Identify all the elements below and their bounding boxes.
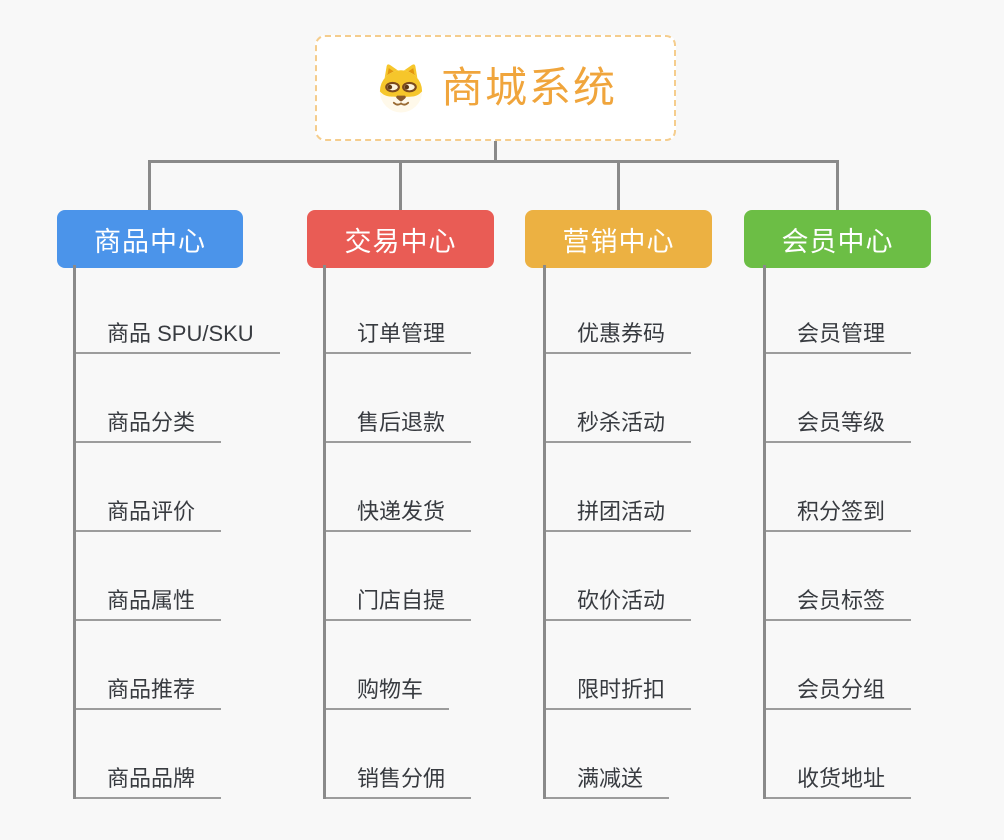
branch-node-member-center[interactable]: 会员中心 <box>744 210 931 268</box>
leaf-topic[interactable]: 限时折扣 <box>546 621 692 710</box>
leaf-topic[interactable]: 销售分佣 <box>326 710 472 799</box>
leaf-topic[interactable]: 会员标签 <box>766 532 912 621</box>
leaf-topic[interactable]: 门店自提 <box>326 532 472 621</box>
branch-node-trade-center[interactable]: 交易中心 <box>307 210 494 268</box>
connector-drop <box>148 160 151 210</box>
leaf-topic[interactable]: 商品推荐 <box>76 621 222 710</box>
leaf-topic[interactable]: 会员等级 <box>766 354 912 443</box>
leaf-topic[interactable]: 商品属性 <box>76 532 222 621</box>
leaf-topic[interactable]: 优惠券码 <box>546 265 692 354</box>
leaf-list-marketing-center: 优惠券码秒杀活动拼团活动砍价活动限时折扣满减送 <box>543 265 692 799</box>
leaf-topic[interactable]: 商品 SPU/SKU <box>76 265 280 354</box>
leaf-topic[interactable]: 会员管理 <box>766 265 912 354</box>
leaf-topic[interactable]: 满减送 <box>546 710 670 799</box>
root-title: 商城系统 <box>440 64 617 111</box>
dog-face-icon <box>374 61 428 115</box>
connector-drop <box>617 160 620 210</box>
leaf-list-trade-center: 订单管理售后退款快递发货门店自提购物车销售分佣 <box>323 265 472 799</box>
connector-bus <box>149 160 839 163</box>
leaf-topic[interactable]: 收货地址 <box>766 710 912 799</box>
leaf-topic[interactable]: 拼团活动 <box>546 443 692 532</box>
connector-root-stem <box>494 141 497 163</box>
leaf-topic[interactable]: 商品评价 <box>76 443 222 532</box>
leaf-topic[interactable]: 售后退款 <box>326 354 472 443</box>
leaf-topic[interactable]: 购物车 <box>326 621 450 710</box>
leaf-topic[interactable]: 订单管理 <box>326 265 472 354</box>
connector-drop <box>399 160 402 210</box>
leaf-topic[interactable]: 砍价活动 <box>546 532 692 621</box>
leaf-topic[interactable]: 商品分类 <box>76 354 222 443</box>
leaf-topic[interactable]: 秒杀活动 <box>546 354 692 443</box>
connector-drop <box>836 160 839 210</box>
leaf-topic[interactable]: 积分签到 <box>766 443 912 532</box>
leaf-list-member-center: 会员管理会员等级积分签到会员标签会员分组收货地址 <box>763 265 912 799</box>
leaf-topic[interactable]: 快递发货 <box>326 443 472 532</box>
leaf-topic[interactable]: 商品品牌 <box>76 710 222 799</box>
branch-node-product-center[interactable]: 商品中心 <box>57 210 243 268</box>
leaf-topic[interactable]: 会员分组 <box>766 621 912 710</box>
root-node[interactable]: 商城系统 <box>315 35 676 141</box>
branch-node-marketing-center[interactable]: 营销中心 <box>525 210 712 268</box>
